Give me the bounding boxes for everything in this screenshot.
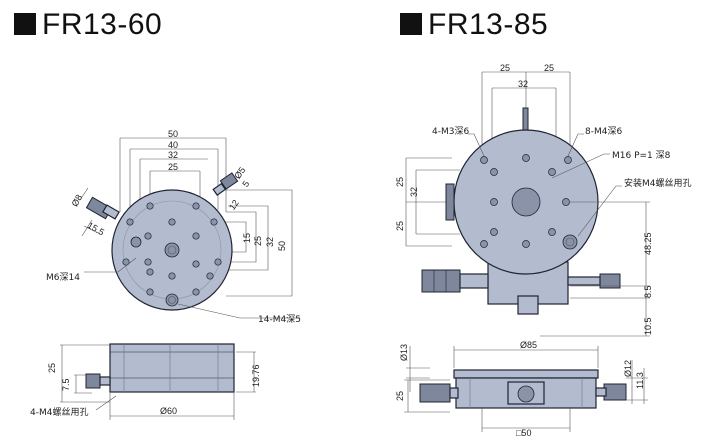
dim-8-5: 8.5 [643,285,653,298]
fr13-60-body [109,343,235,393]
fr13-85-top-view: 25 25 32 25 32 25 4-M3深6 [395,63,692,337]
dim-dia60: Ø60 [160,406,177,416]
dim-15-5: 15.5 [86,220,106,237]
dim-7-5: 7.5 [61,378,71,391]
dim-25-b: 25 [544,63,554,73]
dim-32: 32 [168,150,178,160]
callout-mount-m4: 安装M4螺丝用孔 [624,177,692,189]
dim-48-25: 48.25 [643,232,653,255]
callout-m16: M16 P=1 深8 [612,150,671,161]
dim-25-side: 25 [47,363,57,373]
dim-dia13: Ø13 [399,344,409,361]
dim-50: 50 [168,129,178,139]
dim-25-right: 25 [253,236,263,246]
dim-25-left-a: 25 [395,177,405,187]
model-name: FR13-85 [428,8,549,41]
square-bullet-icon [14,13,36,35]
dim-11-3: 11.3 [635,372,645,389]
dim-15: 15 [242,233,252,243]
dim-19-76: 19.76 [251,364,261,387]
dim-12: 12 [227,198,241,212]
dim-25-side85: 25 [395,391,405,401]
fr13-60-top-view: 50 40 32 25 15 25 32 50 Ø8 15.5 Ø5 5 12 [46,129,301,325]
dim-dia8: Ø8 [70,193,85,208]
dim-50-right: 50 [277,241,287,251]
dim-dia85: Ø85 [520,340,537,350]
dim-25-left-b: 25 [395,221,405,231]
dim-25-a: 25 [500,63,510,73]
callout-8-m4: 8-M4深6 [585,126,622,137]
fr13-60-side-view: 25 7.5 19.76 Ø60 4-M4螺丝用孔 [30,343,261,420]
callout-m6: M6深14 [46,272,80,283]
callout-4-m4: 4-M4螺丝用孔 [30,406,88,418]
dim-25: 25 [168,162,178,172]
dim-32-top: 32 [518,79,528,89]
fr13-85-side-view: Ø85 Ø13 25 Ø12 11.3 □50 [395,340,648,438]
dim-sq50: □50 [516,428,531,438]
dim-40: 40 [168,140,178,150]
dim-32-right: 32 [265,237,275,247]
callout-14-m4: 14-M4深5 [258,314,301,325]
model-title-fr13-85: FR13-85 [400,8,548,42]
dim-5: 5 [240,179,251,189]
callout-4-m3: 4-M3深6 [432,126,469,137]
dim-10-5: 10.5 [643,317,653,335]
model-name: FR13-60 [42,8,163,41]
dim-32-left: 32 [409,187,419,197]
model-title-fr13-60: FR13-60 [14,8,162,42]
dim-dia12: Ø12 [623,360,633,377]
square-bullet-icon [400,13,422,35]
